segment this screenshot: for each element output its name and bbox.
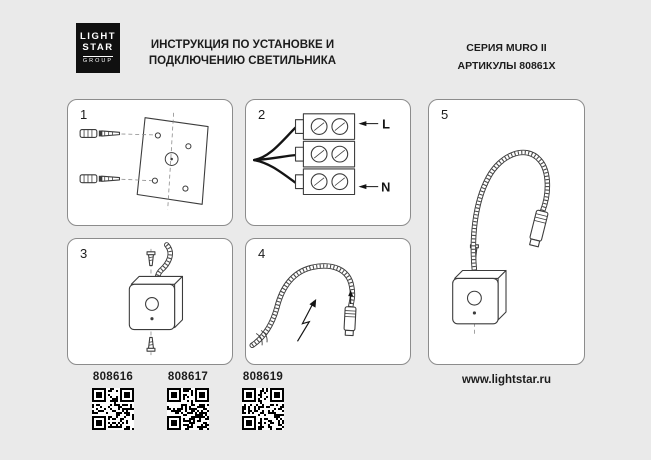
logo-line: STAR [82,41,114,53]
article-number: 808616 [92,371,134,383]
step-number: 5 [441,107,449,122]
article-column: 808619 [228,371,298,430]
step-number: 4 [258,246,266,261]
dowel-screw-icon [79,128,155,138]
terminal-block-illustration: L N [253,113,390,196]
step-number: 3 [80,246,88,261]
step-1-panel: 1 [67,99,233,226]
qr-code [92,388,134,430]
step-number: 1 [80,107,88,122]
article-number: 808617 [167,371,209,383]
step-number: 2 [258,107,266,122]
terminal-row-icon [294,113,356,140]
series-block: СЕРИЯ MURO II АРТИКУЛЫ 80861X [428,39,585,75]
qr-code [242,388,284,430]
screw-icon [146,251,156,267]
step-2-panel: 2 [245,99,411,226]
title-line-1: ИНСТРУКЦИЯ ПО УСТАНОВКЕ И [150,39,335,51]
line-label: L [382,117,390,132]
article-column: 808616 [78,371,148,430]
lamp-head-icon [343,306,357,337]
assembled-lamp-illustration [452,149,551,336]
neutral-label: N [381,180,390,195]
step-3-panel: 3 [67,238,233,365]
title-line-2: ПОДКЛЮЧЕНИЮ СВЕТИЛЬНИКА [148,55,337,67]
terminal-row-icon [294,140,356,168]
lightstar-logo: LIGHT STAR GROUP [76,23,120,73]
wall-box-illustration [128,242,184,356]
step-5-panel: 5 [428,99,585,365]
logo-line: GROUP [82,55,114,64]
series-label: СЕРИЯ MURO II [466,42,547,54]
page-title: ИНСТРУКЦИЯ ПО УСТАНОВКЕ И ПОДКЛЮЧЕНИЮ СВ… [115,37,370,69]
lamp-head-icon [529,209,549,248]
step-4-panel: 4 [245,238,411,365]
logo-line: LIGHT [80,30,116,42]
qr-code [167,388,209,430]
website-url: www.lightstar.ru [461,374,552,386]
articles-label: АРТИКУЛЫ 80861X [457,60,556,72]
dowel-screw-icon [79,174,152,184]
screw-icon [146,336,156,352]
article-number: 808619 [242,371,284,383]
arm-adjustment-illustration [249,263,357,349]
terminal-row-icon [294,168,356,196]
wall-plate-anchors-illustration [79,112,209,210]
article-column: 808617 [153,371,223,430]
